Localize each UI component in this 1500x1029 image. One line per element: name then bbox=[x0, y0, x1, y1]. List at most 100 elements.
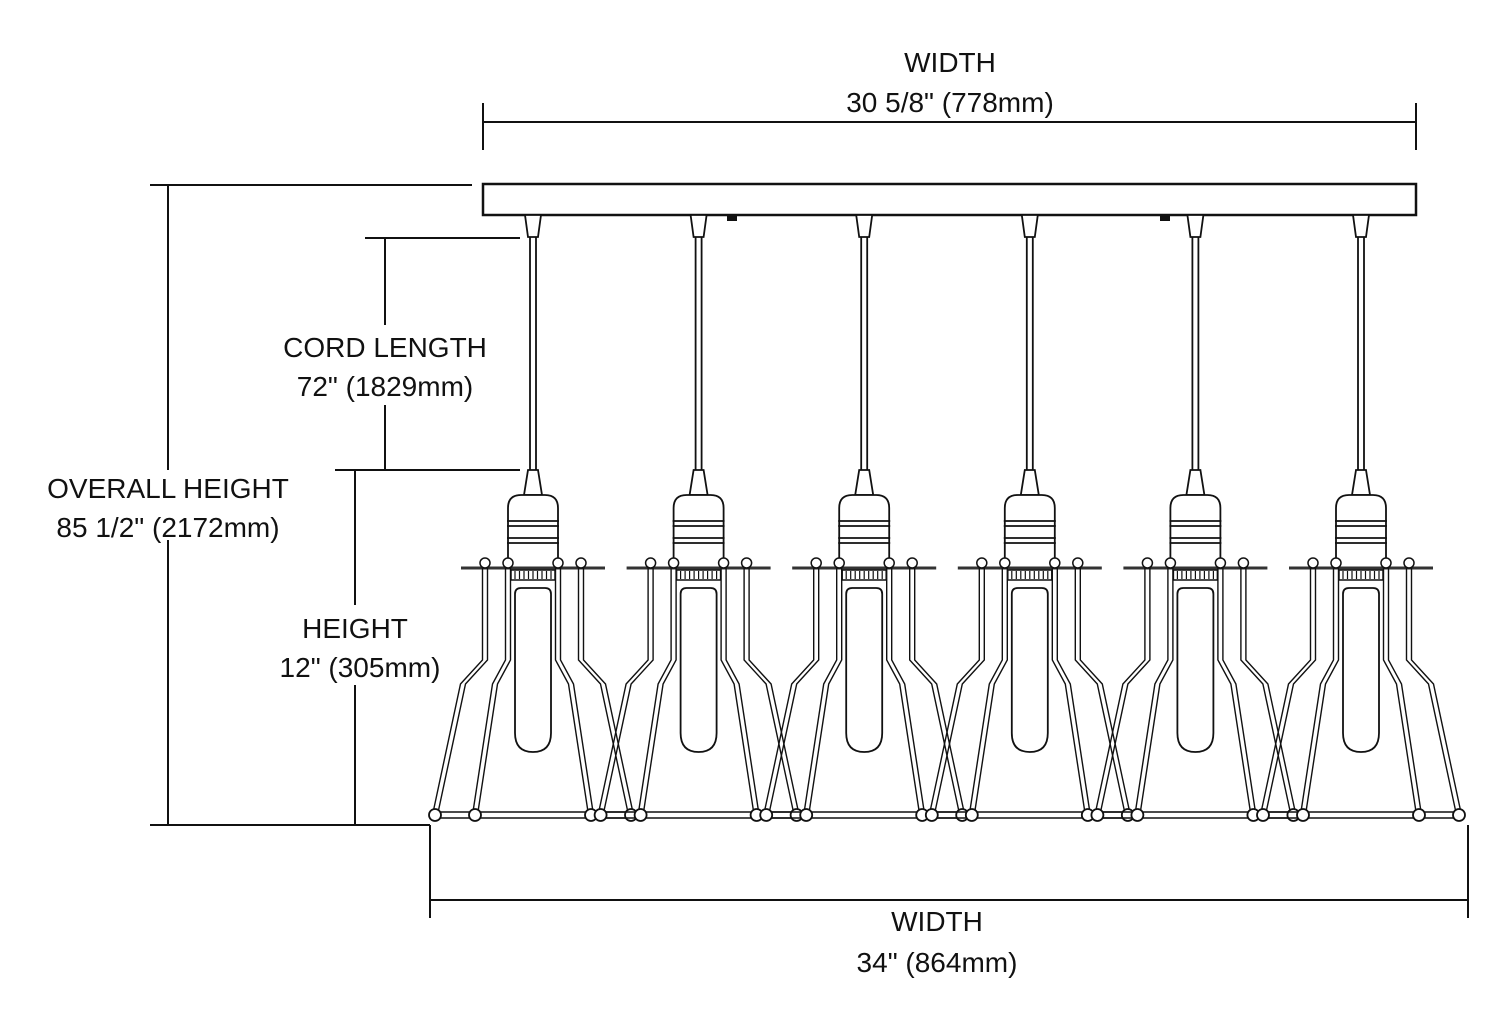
socket bbox=[507, 494, 559, 565]
socket-cap bbox=[1019, 469, 1040, 496]
cage-knob bbox=[552, 557, 564, 569]
ring-loop bbox=[593, 808, 608, 822]
cage-wire bbox=[597, 568, 649, 816]
socket-rings bbox=[507, 520, 559, 544]
cage-wire bbox=[1079, 568, 1131, 816]
bulb bbox=[514, 587, 552, 753]
cage-wire bbox=[431, 568, 484, 816]
cage-knob bbox=[1237, 557, 1250, 569]
cage-wire bbox=[559, 568, 595, 816]
overall-height-label: OVERALL HEIGHT bbox=[47, 473, 289, 504]
socket-cap bbox=[1185, 469, 1206, 496]
cord-cap bbox=[855, 214, 874, 238]
cage-wire bbox=[914, 568, 966, 816]
ring-loop bbox=[964, 808, 979, 822]
pendant bbox=[924, 214, 1135, 822]
cage-wire bbox=[808, 568, 843, 816]
ring-loop bbox=[1452, 808, 1466, 822]
ring-loop bbox=[1412, 808, 1426, 822]
cage-knob bbox=[740, 557, 753, 569]
socket-cap bbox=[854, 469, 875, 496]
cage-wire bbox=[886, 568, 921, 816]
socket-threads bbox=[845, 571, 883, 579]
cord-length-label: CORD LENGTH bbox=[283, 332, 487, 363]
cord-cap bbox=[1351, 214, 1371, 238]
overall-height-value: 85 1/2" (2172mm) bbox=[56, 512, 279, 543]
socket bbox=[1169, 494, 1222, 565]
ring-loop bbox=[1130, 808, 1145, 822]
ring-loop bbox=[428, 808, 442, 822]
cord bbox=[860, 237, 869, 470]
socket-threads bbox=[680, 571, 718, 579]
canopy-screw bbox=[727, 215, 737, 221]
bottom-width-value: 34" (864mm) bbox=[857, 947, 1018, 978]
pendant bbox=[593, 214, 804, 822]
cord bbox=[1191, 237, 1200, 470]
cage-wire bbox=[1056, 568, 1091, 816]
cage-knob bbox=[575, 557, 587, 569]
cage-wire bbox=[1051, 568, 1086, 816]
cage-knob bbox=[644, 557, 657, 569]
cage-wire bbox=[1099, 568, 1151, 816]
socket-threads bbox=[514, 571, 552, 579]
top-width-label: WIDTH bbox=[904, 47, 996, 78]
cage-knob bbox=[1403, 557, 1415, 569]
bottom-width-dimension: WIDTH 34" (864mm) bbox=[429, 825, 1469, 978]
cage-knob bbox=[717, 557, 730, 569]
cage-wire bbox=[1410, 568, 1463, 816]
cage-wire bbox=[725, 568, 760, 816]
cage-wire bbox=[1222, 568, 1257, 816]
pendant bbox=[1090, 214, 1301, 822]
socket-rings bbox=[672, 520, 725, 544]
cage-wire bbox=[933, 568, 985, 816]
cord-cap bbox=[1020, 214, 1039, 238]
cord bbox=[529, 237, 537, 470]
socket-threads bbox=[1011, 571, 1049, 579]
cage-wire bbox=[554, 568, 590, 816]
cage-wire bbox=[720, 568, 755, 816]
cage-wire bbox=[1405, 568, 1458, 816]
cage-wire bbox=[1094, 568, 1146, 816]
cage-knob bbox=[906, 557, 918, 569]
cage-wire bbox=[1217, 568, 1252, 816]
bottom-width-label: WIDTH bbox=[891, 906, 983, 937]
ring-loop bbox=[759, 808, 774, 822]
cord-length-dimension: CORD LENGTH 72" (1829mm) bbox=[283, 237, 520, 471]
cage-knob bbox=[667, 557, 680, 569]
cage-wire bbox=[743, 568, 795, 816]
cage-knob bbox=[502, 557, 514, 569]
height-value: 12" (305mm) bbox=[280, 652, 441, 683]
socket-threads bbox=[1342, 571, 1380, 579]
cage-knob bbox=[479, 557, 491, 569]
cord bbox=[1025, 237, 1034, 470]
ring-loop bbox=[924, 808, 939, 822]
ring-loop bbox=[633, 808, 648, 822]
socket-cap bbox=[1350, 469, 1372, 496]
canopy-screw bbox=[1160, 215, 1170, 221]
cage-wire bbox=[602, 568, 654, 816]
canopy bbox=[481, 182, 1418, 217]
cage-wire bbox=[1387, 568, 1423, 816]
top-width-value: 30 5/8" (778mm) bbox=[846, 87, 1054, 118]
cage-wire bbox=[637, 568, 672, 816]
socket-cap bbox=[688, 469, 709, 496]
socket bbox=[672, 494, 725, 565]
ring-loop bbox=[799, 808, 814, 822]
cage-wire bbox=[768, 568, 820, 816]
cage-knob bbox=[1380, 557, 1392, 569]
ring-loop bbox=[1090, 808, 1105, 822]
cage-wire bbox=[1139, 568, 1174, 816]
pendant bbox=[428, 214, 638, 822]
pendant bbox=[1256, 214, 1466, 822]
socket-rings bbox=[838, 520, 891, 544]
cage-knob bbox=[1164, 557, 1177, 569]
cord-cap bbox=[689, 214, 708, 238]
bulb bbox=[1342, 587, 1380, 753]
pendant bbox=[759, 214, 970, 822]
cage-wire bbox=[803, 568, 838, 816]
socket-rings bbox=[1169, 520, 1222, 544]
socket bbox=[1335, 494, 1387, 565]
cage-wire bbox=[973, 568, 1008, 816]
cage-knob bbox=[1330, 557, 1342, 569]
cage-wire bbox=[1382, 568, 1418, 816]
